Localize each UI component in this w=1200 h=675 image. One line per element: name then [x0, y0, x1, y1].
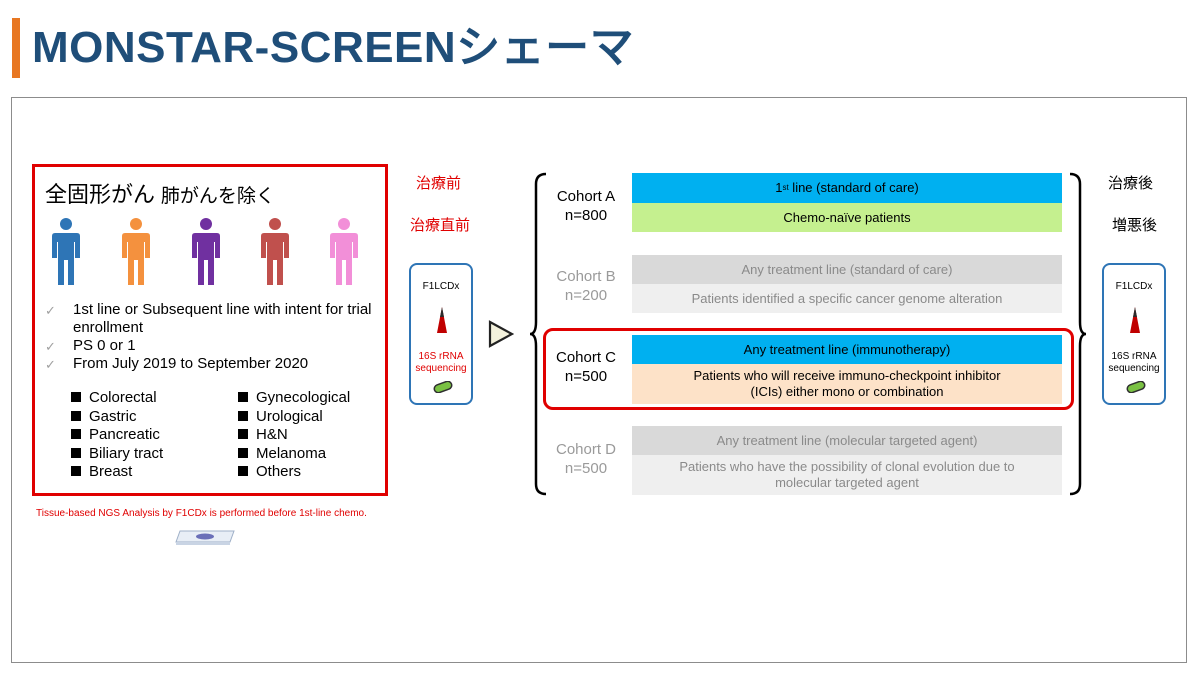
footnote: Tissue-based NGS Analysis by F1CDx is pe…	[36, 508, 367, 519]
person-icon	[122, 218, 150, 285]
sample-card-pre: F1LCDx 16S rRNA sequencing	[409, 263, 473, 405]
cohort-c-population-bar: Patients who will receive immuno-checkpo…	[632, 364, 1062, 404]
cancer-item: H&N	[238, 426, 350, 445]
sequencing-label: 16S rRNA sequencing	[415, 351, 467, 374]
cohort-b-population-bar: Patients identified a specific cancer ge…	[632, 284, 1062, 313]
label-after-treatment: 治療後	[1108, 175, 1154, 192]
blood-tube-icon	[1130, 307, 1140, 333]
eligibility-panel: 全固形がん 肺がんを除く ✓1st line or Subsequent lin…	[32, 164, 388, 496]
flow-arrow-icon	[488, 320, 514, 348]
label-just-before-treatment: 治療直前	[410, 217, 471, 234]
content-frame	[11, 97, 1187, 663]
tissue-slide-icon	[175, 530, 235, 545]
square-bullet-icon	[238, 466, 248, 476]
bacteria-icon	[433, 381, 453, 393]
cohort-a-label: Cohort A n=800	[556, 188, 616, 224]
person-icon	[330, 218, 358, 285]
left-bracket	[530, 172, 547, 496]
title-accent-bar	[12, 18, 20, 78]
cohort-c-highlight	[543, 328, 1074, 410]
heading-main: 全固形がん	[45, 182, 156, 207]
sample-card-title: F1LCDx	[422, 281, 460, 292]
square-bullet-icon	[71, 429, 81, 439]
square-bullet-icon	[238, 447, 248, 458]
bacteria-icon	[1126, 381, 1146, 393]
page-title: MONSTAR-SCREENシェーマ	[32, 23, 635, 72]
square-bullet-icon	[71, 447, 81, 458]
sequencing-label: 16S rRNA sequencing	[1108, 351, 1160, 374]
eligibility-criteria: ✓1st line or Subsequent line with intent…	[45, 301, 385, 373]
cancer-item: Others	[238, 463, 350, 482]
cohort-d-treatment-bar: Any treatment line (molecular targeted a…	[632, 426, 1062, 455]
cancer-item: Colorectal	[71, 389, 163, 408]
check-icon: ✓	[45, 357, 56, 372]
cohort-b-treatment-bar: Any treatment line (standard of care)	[632, 255, 1062, 284]
eligibility-heading: 全固形がん 肺がんを除く	[45, 177, 275, 209]
check-icon: ✓	[45, 303, 56, 318]
person-icon	[52, 218, 80, 285]
cohort-d-label: Cohort D n=500	[555, 441, 617, 477]
cancer-list-right: Gynecological Urological H&N Melanoma Ot…	[238, 389, 350, 482]
person-icon	[261, 218, 289, 285]
square-bullet-icon	[238, 429, 248, 439]
cancer-item: Urological	[238, 408, 350, 427]
sample-card-title: F1LCDx	[1115, 281, 1153, 292]
sample-card-post: F1LCDx 16S rRNA sequencing	[1102, 263, 1166, 405]
cohort-a-population-bar: Chemo-naïve patients	[632, 203, 1062, 232]
heading-sub: 肺がんを除く	[160, 186, 275, 207]
square-bullet-icon	[71, 392, 81, 402]
cancer-list-left: Colorectal Gastric Pancreatic Biliary tr…	[71, 389, 163, 482]
cancer-item: Gastric	[71, 408, 163, 427]
right-bracket	[1069, 172, 1086, 496]
cohort-d-population-bar: Patients who have the possibility of clo…	[632, 455, 1062, 495]
check-icon: ✓	[45, 339, 56, 354]
cancer-item: Melanoma	[238, 445, 350, 464]
square-bullet-icon	[238, 392, 248, 402]
cohort-c-treatment-bar: Any treatment line (immunotherapy)	[632, 335, 1062, 364]
criteria-item: ✓From July 2019 to September 2020	[45, 355, 309, 372]
criteria-item: ✓1st line or Subsequent line with intent…	[45, 301, 372, 336]
criteria-item: ✓PS 0 or 1	[45, 337, 136, 354]
square-bullet-icon	[71, 466, 81, 476]
blood-tube-icon	[437, 307, 447, 333]
label-after-progression: 増悪後	[1112, 217, 1158, 234]
label-before-treatment: 治療前	[416, 175, 462, 192]
cancer-item: Pancreatic	[71, 426, 163, 445]
cohort-c-label: Cohort C n=500	[555, 349, 617, 385]
square-bullet-icon	[71, 410, 81, 421]
square-bullet-icon	[238, 410, 248, 421]
cancer-item: Breast	[71, 463, 163, 482]
cancer-item: Biliary tract	[71, 445, 163, 464]
person-icon	[192, 218, 220, 285]
cancer-item: Gynecological	[238, 389, 350, 408]
cohort-b-label: Cohort B n=200	[556, 268, 616, 304]
